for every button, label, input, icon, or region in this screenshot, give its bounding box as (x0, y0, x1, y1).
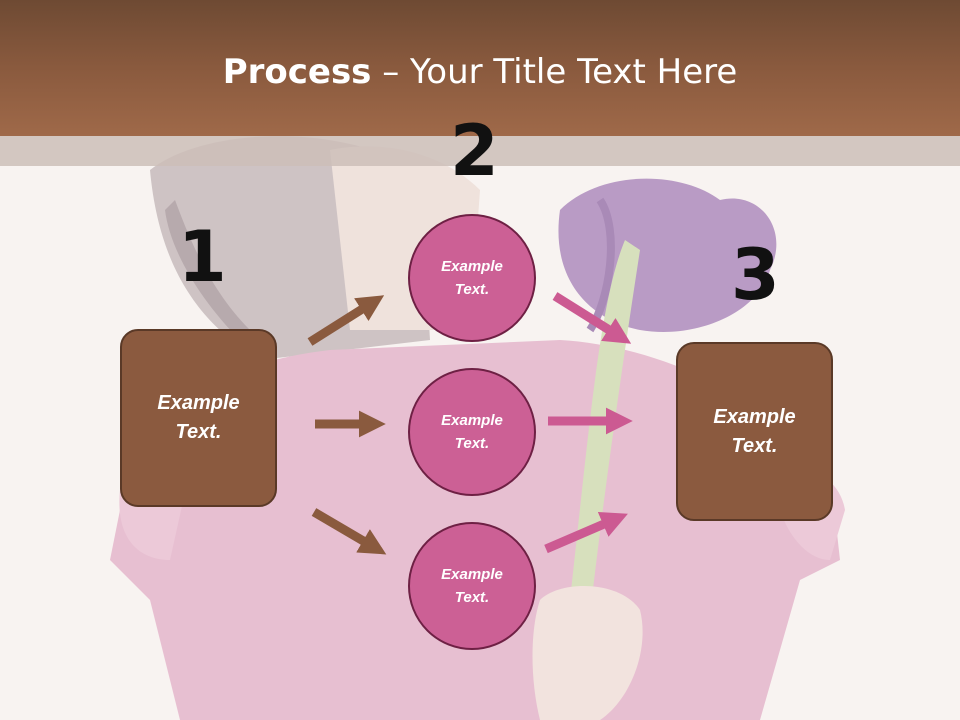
circle-2: Example Text. (408, 368, 536, 496)
circle-2-label: Example Text. (441, 412, 503, 452)
header-band (0, 136, 960, 166)
slide-title: Process – Your Title Text Here (0, 52, 960, 92)
title-rest: – Your Title Text Here (371, 52, 738, 92)
arrow-circle-3-to-right (544, 512, 628, 554)
left-box-label: Example Text. (157, 392, 240, 443)
circle-3: Example Text. (408, 522, 536, 650)
right-box-label: Example Text. (713, 405, 796, 457)
circle-1-label: Example Text. (441, 258, 503, 298)
left-box: Example Text. (120, 329, 277, 507)
circle-3-label: Example Text. (441, 566, 503, 606)
step-number-2: 2 (450, 110, 499, 192)
right-box: Example Text. (676, 342, 833, 521)
circle-1: Example Text. (408, 214, 536, 342)
arrow-left-to-circle-3 (311, 508, 387, 555)
arrow-circle-1-to-right (552, 292, 632, 344)
step-number-3: 3 (731, 234, 780, 316)
arrow-left-to-circle-1 (307, 295, 385, 346)
step-number-1: 1 (178, 216, 227, 298)
title-bold: Process (222, 52, 372, 92)
header-bar (0, 0, 960, 136)
